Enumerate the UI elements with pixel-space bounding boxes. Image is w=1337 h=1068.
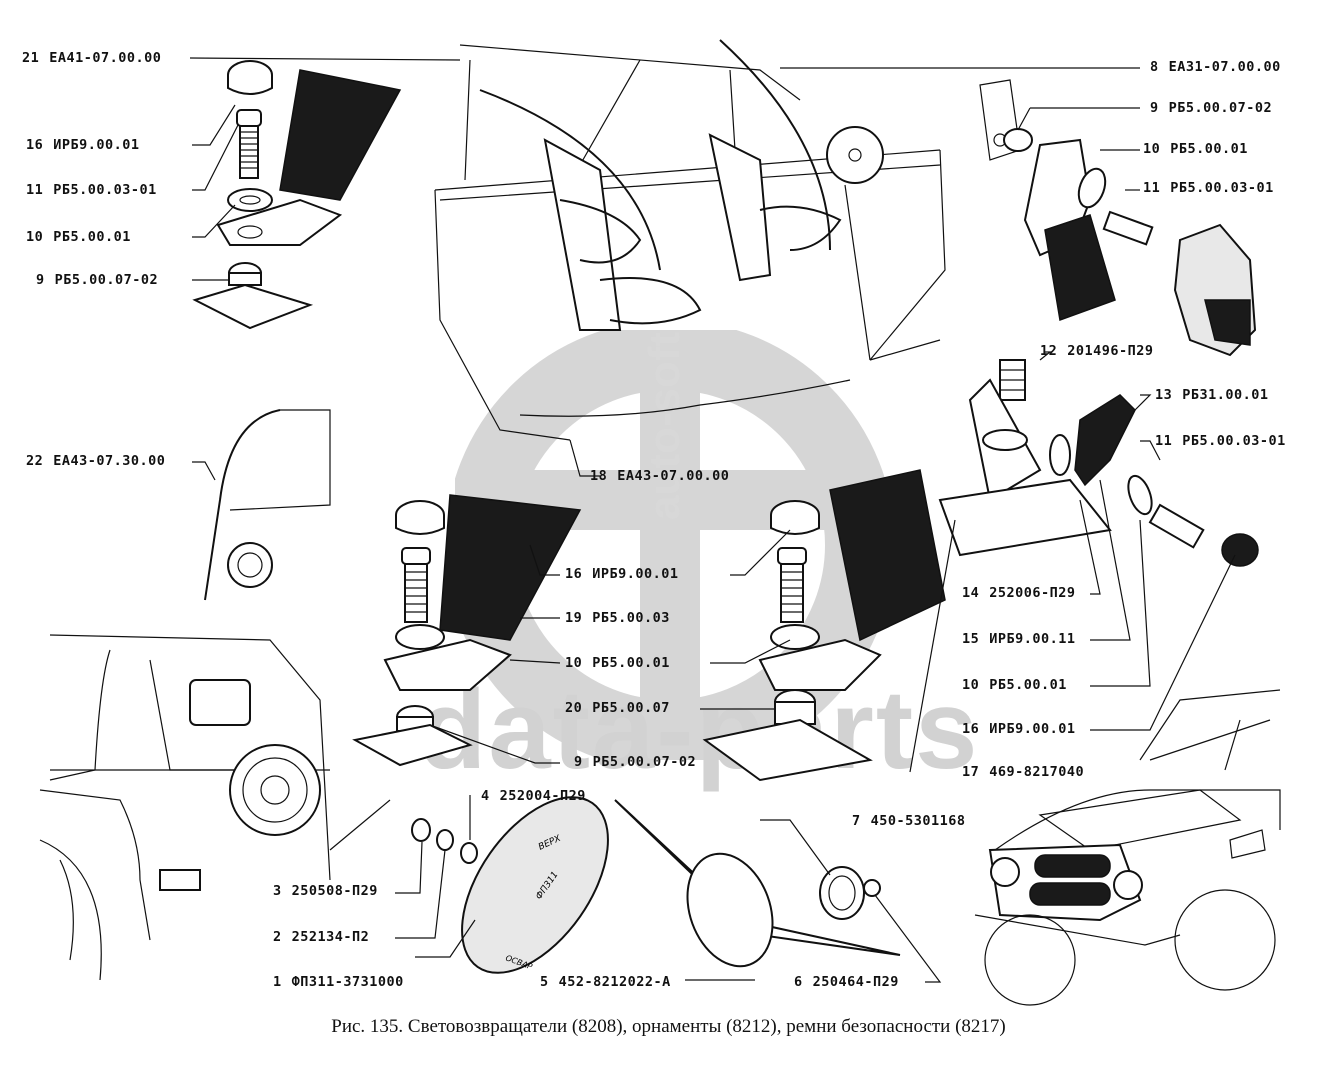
left-anchor-assembly xyxy=(192,60,402,330)
reflector-assembly: ВЕРХ ФП311 ОСВАР xyxy=(411,796,609,974)
gasket-7 xyxy=(819,866,865,920)
reflector-1 xyxy=(461,796,609,974)
rear-reflector-mount xyxy=(159,869,201,891)
belt-strap-left xyxy=(279,69,402,201)
belt-guide-22 xyxy=(204,409,331,601)
vehicle-interior xyxy=(434,39,1021,441)
washer-15 xyxy=(1049,434,1071,476)
plate-10 xyxy=(216,198,343,246)
leader-lines xyxy=(189,57,1236,983)
steering-wheel xyxy=(826,126,884,184)
center-left-anchor-assembly xyxy=(352,494,582,767)
floor-plate-left xyxy=(192,283,314,330)
watermark-site-text: data-parts xyxy=(418,667,980,792)
vehicle-rear-view xyxy=(39,634,331,981)
right-top-anchor-assembly xyxy=(1003,128,1257,357)
washer-4 xyxy=(460,842,478,864)
washer-11 xyxy=(227,188,273,212)
ornament-assembly xyxy=(614,799,901,968)
floor-plate-mid xyxy=(938,478,1112,557)
washer-11-right xyxy=(1077,167,1107,209)
cap-16-mid xyxy=(1221,533,1259,567)
nut-3 xyxy=(411,818,431,842)
bolt-11-right xyxy=(1102,210,1154,246)
bolt-shank-16 xyxy=(239,125,259,179)
washer-14 xyxy=(982,429,1028,451)
bolt-11-mid xyxy=(1148,503,1205,549)
bolt-head-16 xyxy=(236,109,262,127)
center-right-anchor-assembly xyxy=(702,469,946,782)
plate-10-cl xyxy=(383,638,512,691)
nut-6 xyxy=(863,879,881,897)
belt-strap-cr xyxy=(829,469,946,642)
vehicle-front-view xyxy=(974,689,1281,1006)
figure-caption: Рис. 135. Световозвращатели (8208), орна… xyxy=(331,1016,1006,1037)
rear-window xyxy=(189,679,251,726)
washer-2 xyxy=(436,829,454,851)
belt-strap-right xyxy=(1044,214,1116,322)
washer-10-mid xyxy=(1127,474,1153,516)
seat-back-right xyxy=(708,133,772,282)
nut-9-right xyxy=(1003,128,1033,152)
seat-back-left xyxy=(543,138,622,331)
tongue-13 xyxy=(1074,394,1136,487)
right-mid-anchor-assembly xyxy=(938,359,1259,567)
belt-strap-cl xyxy=(439,494,582,641)
